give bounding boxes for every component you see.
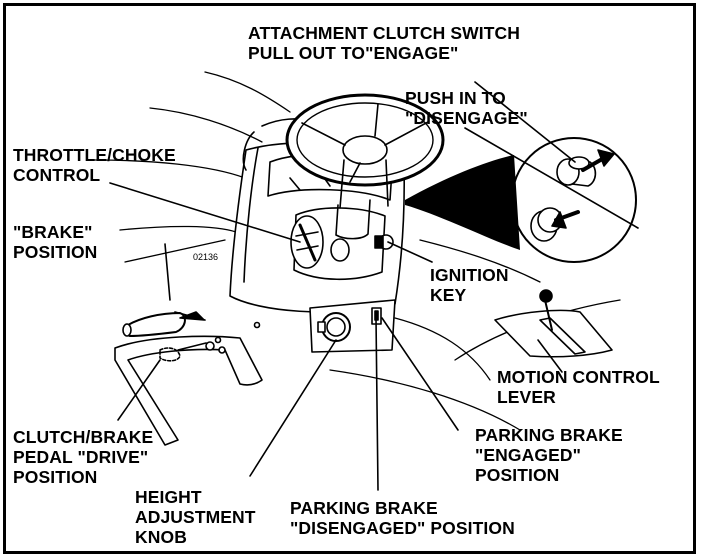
label-height-adjustment-knob: HEIGHT ADJUSTMENT KNOB: [135, 487, 256, 547]
label-attachment-clutch-switch: ATTACHMENT CLUTCH SWITCH PULL OUT TO"ENG…: [248, 23, 520, 63]
label-line: ATTACHMENT CLUTCH SWITCH: [248, 23, 520, 43]
label-line: HEIGHT: [135, 487, 202, 507]
figure-code: 02136: [193, 252, 219, 262]
switch-callouts: [405, 137, 637, 263]
label-parking-brake-engaged: PARKING BRAKE "ENGAGED" POSITION: [475, 425, 623, 485]
label-line: "BRAKE": [13, 222, 93, 242]
label-line: PARKING BRAKE: [475, 425, 623, 445]
label-line: POSITION: [475, 465, 560, 485]
lower-console: [253, 299, 396, 353]
motion-control-lever: [494, 289, 613, 358]
label-brake-position: "BRAKE" POSITION: [13, 222, 97, 262]
label-line: POSITION: [13, 467, 98, 487]
figure-border: [3, 3, 696, 554]
label-line: CLUTCH/BRAKE: [13, 427, 154, 447]
switch-push-in: [530, 207, 580, 242]
label-line: CONTROL: [13, 165, 101, 185]
label-line: ADJUSTMENT: [135, 507, 256, 527]
label-line: MOTION CONTROL: [497, 367, 660, 387]
label-clutch-brake-pedal: CLUTCH/BRAKE PEDAL "DRIVE" POSITION: [13, 427, 153, 487]
label-ignition-key: IGNITION KEY: [430, 265, 509, 305]
label-line: PULL OUT TO"ENGAGE": [248, 43, 459, 63]
label-line: "DISENGAGE": [405, 108, 528, 128]
label-line: PEDAL "DRIVE": [13, 447, 149, 467]
label-line: PARKING BRAKE: [290, 498, 438, 518]
label-motion-control-lever: MOTION CONTROL LEVER: [497, 367, 660, 407]
label-line: POSITION: [13, 242, 98, 262]
label-line: "ENGAGED": [475, 445, 581, 465]
switch-pull-out: [556, 149, 615, 187]
brake-pedal-assembly: [114, 312, 263, 446]
label-line: IGNITION: [430, 265, 509, 285]
steering-wheel: [285, 93, 445, 209]
label-line: LEVER: [497, 387, 556, 407]
label-throttle-choke: THROTTLE/CHOKE CONTROL: [13, 145, 176, 185]
label-line: THROTTLE/CHOKE: [13, 145, 176, 165]
leader-lines: [109, 81, 639, 491]
label-line: KNOB: [135, 527, 187, 547]
label-line: "DISENGAGED" POSITION: [290, 518, 515, 538]
label-line: KEY: [430, 285, 467, 305]
label-line: PUSH IN TO: [405, 88, 506, 108]
label-parking-brake-disengaged: PARKING BRAKE "DISENGAGED" POSITION: [290, 498, 515, 538]
label-push-in: PUSH IN TO "DISENGAGE": [405, 88, 528, 128]
